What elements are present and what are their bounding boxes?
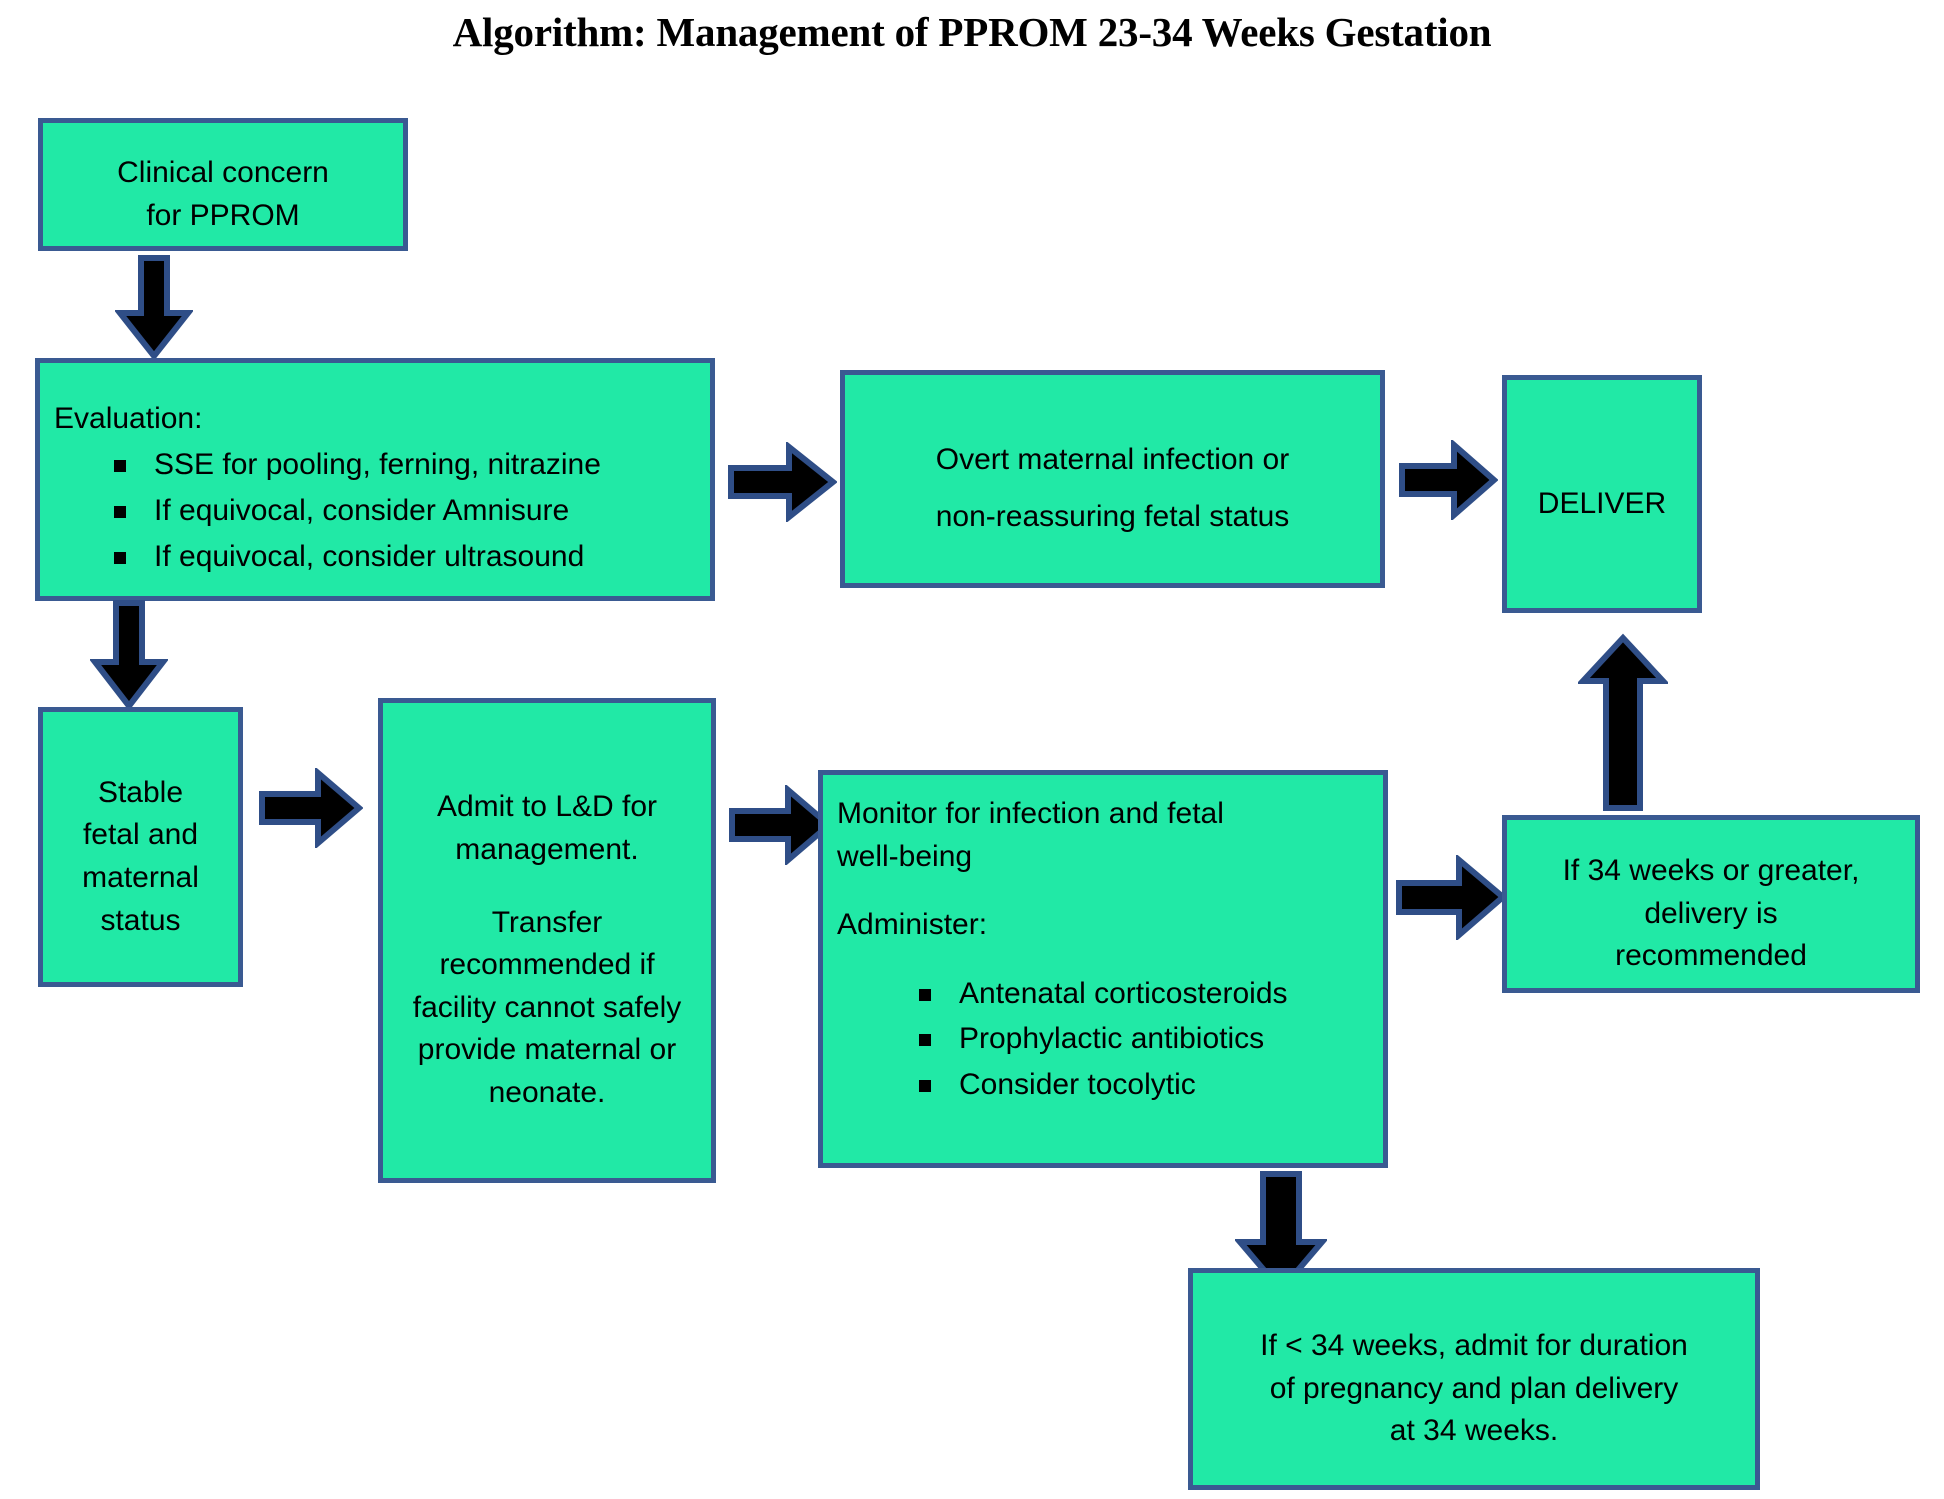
node-deliver: DELIVER xyxy=(1502,375,1702,613)
monitor-heading: Administer: xyxy=(837,908,988,942)
list-item: Prophylactic antibiotics xyxy=(917,1018,1369,1061)
list-item: SSE for pooling, ferning, nitrazine xyxy=(112,444,696,487)
stable-status-line1: Stable xyxy=(97,775,184,809)
page-title: Algorithm: Management of PPROM 23-34 Wee… xyxy=(452,9,1492,55)
node-overt-infection: Overt maternal infection or non-reassuri… xyxy=(840,370,1385,588)
list-item: Consider tocolytic xyxy=(917,1064,1369,1107)
evaluation-heading: Evaluation: xyxy=(54,401,203,435)
lt34-weeks-line2: of pregnancy and plan delivery xyxy=(1269,1371,1679,1405)
node-evaluation: Evaluation: SSE for pooling, ferning, ni… xyxy=(35,358,715,601)
list-item: If equivocal, consider Amnisure xyxy=(112,490,696,533)
node-ge34-weeks: If 34 weeks or greater, delivery is reco… xyxy=(1502,815,1920,993)
evaluation-bullet-list: SSE for pooling, ferning, nitrazine If e… xyxy=(54,444,696,581)
admit-ld-para2: Transfer recommended if facility cannot … xyxy=(412,905,682,1109)
overt-infection-line2: non-reassuring fetal status xyxy=(935,500,1290,533)
arrow-monitor-to-lt34-weeks xyxy=(1235,1170,1327,1295)
clinical-concern-line2: for PPROM xyxy=(146,198,300,232)
monitor-line1: Monitor for infection and fetal xyxy=(837,797,1224,830)
arrow-evaluation-to-overt-infection xyxy=(727,442,837,522)
ge34-weeks-line3: recommended xyxy=(1615,939,1807,973)
deliver-label: DELIVER xyxy=(1537,486,1667,520)
list-item: Antenatal corticosteroids xyxy=(917,973,1369,1016)
arrow-ge34-weeks-to-deliver xyxy=(1578,633,1668,813)
arrow-clinical-concern-to-evaluation xyxy=(115,255,193,360)
monitor-line2: well-being xyxy=(837,839,973,873)
node-monitor: Monitor for infection and fetal well-bei… xyxy=(818,770,1388,1168)
ge34-weeks-line2: delivery is xyxy=(1644,896,1778,930)
arrow-monitor-to-ge34-weeks xyxy=(1395,855,1507,940)
monitor-bullet-list: Antenatal corticosteroids Prophylactic a… xyxy=(837,973,1369,1107)
stable-status-line2: fetal and xyxy=(82,818,199,852)
ge34-weeks-line1: If 34 weeks or greater, xyxy=(1562,854,1860,888)
admit-ld-para1: Admit to L&D for management. xyxy=(436,790,658,867)
node-admit-ld: Admit to L&D for management. Transfer re… xyxy=(378,698,716,1183)
overt-infection-line1: Overt maternal infection or xyxy=(935,443,1290,477)
stable-status-line4: status xyxy=(100,903,181,937)
node-stable-status: Stable fetal and maternal status xyxy=(38,707,243,987)
list-item: If equivocal, consider ultrasound xyxy=(112,536,696,579)
stable-status-line3: maternal xyxy=(82,861,199,894)
clinical-concern-line1: Clinical concern xyxy=(117,155,329,189)
lt34-weeks-line1: If < 34 weeks, admit for duration xyxy=(1260,1329,1688,1363)
arrow-admit-to-monitor xyxy=(728,785,833,865)
arrow-stable-status-to-admit xyxy=(258,768,363,848)
lt34-weeks-line3: at 34 weeks. xyxy=(1389,1414,1559,1448)
node-lt34-weeks: If < 34 weeks, admit for duration of pre… xyxy=(1188,1268,1760,1490)
node-clinical-concern: Clinical concern for PPROM xyxy=(38,118,408,251)
arrow-overt-infection-to-deliver xyxy=(1398,440,1498,520)
arrow-evaluation-to-stable-status xyxy=(90,600,168,710)
